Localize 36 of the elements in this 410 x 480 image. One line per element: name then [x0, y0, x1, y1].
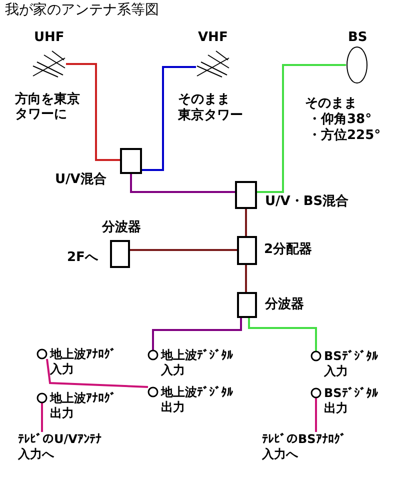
note-text: そのまま — [305, 96, 357, 111]
antenna-label: VHF — [198, 30, 228, 45]
note-text: 方向を東京タワーに — [15, 92, 81, 122]
device-label: 2分配器 — [264, 242, 312, 257]
device-label: U/V・BS混合 — [265, 194, 349, 209]
cable-line — [66, 63, 120, 161]
cable-line — [315, 398, 317, 432]
cable-line — [248, 318, 317, 351]
cable-line — [142, 66, 196, 171]
cable-line — [245, 209, 247, 236]
terminal-label: BSﾃﾞｼﾞﾀﾙ出力 — [324, 386, 379, 416]
diagram-title: 我が家のアンテナ系等図 — [5, 3, 159, 18]
device-label: 分波器 — [102, 220, 141, 235]
cable-line — [41, 403, 43, 432]
note-text: ・仰角38° — [308, 112, 372, 127]
terminal-label: 地上波ｱﾅﾛｸﾞ出力 — [50, 391, 117, 421]
note-text: ・方位225° — [308, 128, 381, 143]
cable-line — [130, 174, 235, 193]
device-label: U/V混合 — [55, 172, 106, 187]
cable-line — [130, 249, 237, 251]
device-label: 分波器 — [265, 297, 304, 312]
terminal-label: 地上波ﾃﾞｼﾞﾀﾙ出力 — [161, 385, 234, 415]
note-text: そのまま — [178, 92, 230, 107]
note-text: 東京タワー — [178, 108, 243, 123]
terminal-label: BSﾃﾞｼﾞﾀﾙ入力 — [324, 349, 379, 379]
antenna-label: BS — [348, 30, 368, 45]
antenna-label: UHF — [34, 30, 64, 45]
cable-line — [257, 64, 346, 193]
destination-label: ﾃﾚﾋﾞのBSｱﾅﾛｸﾞ入力へ — [262, 432, 347, 462]
destination-label: ﾃﾚﾋﾞのU/Vｱﾝﾃﾅ入力へ — [18, 432, 102, 462]
note-text: 2Fへ — [67, 250, 98, 265]
cable-line — [46, 358, 148, 388]
cable-line — [152, 318, 242, 350]
terminal-label: 地上波ｱﾅﾛｸﾞ入力 — [50, 347, 117, 377]
cable-line — [245, 265, 247, 292]
terminal-label: 地上波ﾃﾞｼﾞﾀﾙ入力 — [161, 348, 234, 378]
